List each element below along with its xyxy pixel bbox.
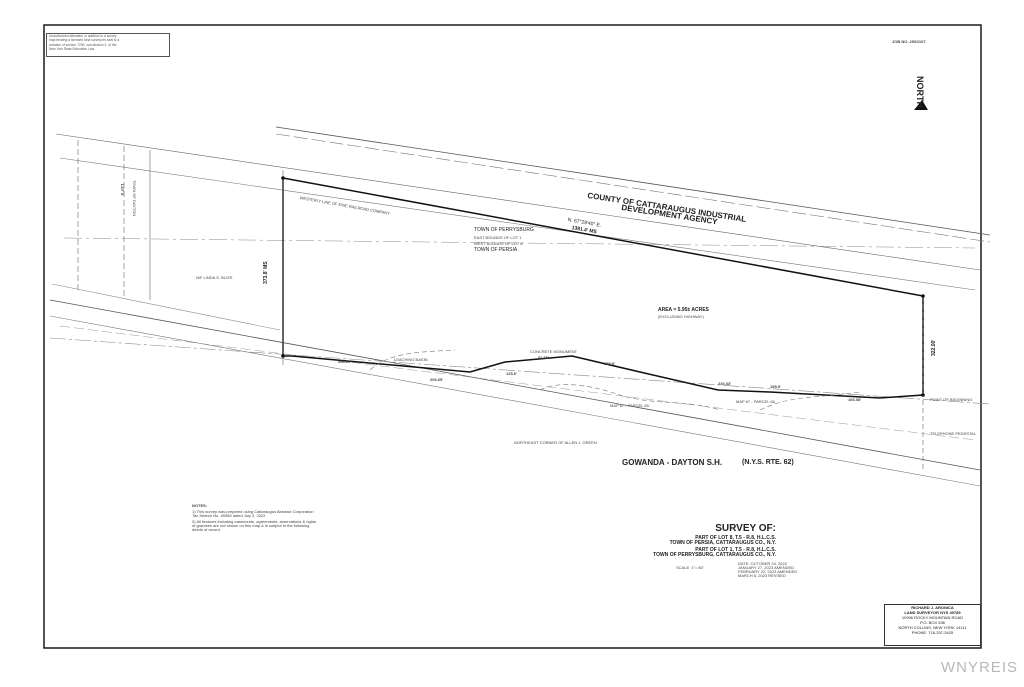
nf-label: N/F LINDA S. BLISS — [196, 275, 233, 280]
survey-line-4: TOWN OF PERRYSBURG, CATTARAUGUS CO., N.Y… — [653, 552, 776, 558]
survey-line-1: PART OF LOT 8, T.5 - R.8, H.L.C.S. — [695, 535, 776, 541]
lot-line — [63, 237, 976, 249]
revision-dates: DATE: OCTOBER 24, 2022 JANUARY 27, 2023 … — [738, 562, 797, 578]
segment-3: 125.6' — [506, 371, 517, 376]
telephone-pedestal: TELEPHONE PEDESTAL — [930, 431, 976, 436]
surveyor-address-3: NORTH COLLINS, NEW YORK 14111 — [898, 625, 967, 630]
survey-line-2: TOWN OF PERSIA, CATTARAUGUS CO., N.Y. — [669, 540, 776, 546]
railroad-line-2 — [275, 133, 991, 243]
upper-road-line-2 — [59, 157, 976, 291]
surveyor-title-block: RICHARD J. ARONICA LAND SURVEYOR NYS 497… — [884, 604, 981, 646]
driveway-curve-1 — [369, 349, 456, 371]
survey-of-block: SURVEY OF: PART OF LOT 8, T.5 - R.8, H.L… — [646, 524, 776, 558]
surveyor-license: LAND SURVEYOR NYS 49789 — [904, 610, 961, 615]
segment-4: 81.30' — [538, 355, 549, 360]
date-3: FEBRUARY 22, 2023 AMENDED — [738, 569, 798, 574]
map-parcel-label-2: MAP 67 - PARCEL 65 — [610, 403, 649, 408]
survey-title: SURVEY OF: — [715, 523, 776, 534]
surveyor-address-2: P.O. BOX 536 — [920, 620, 945, 625]
job-number: JOB NO. 25S3107 — [892, 39, 926, 44]
leaching-basin: LEACHING BASIN — [394, 357, 428, 362]
corner-monument-ne — [921, 294, 925, 298]
area-note: (EXCLUDING HIGHWAY) — [658, 314, 704, 319]
warning-line-2: map bearing a licensed land surveyor's s… — [49, 38, 120, 43]
date-4: MARCH 6, 2023 REVISED — [738, 573, 786, 578]
point-of-beginning: POINT OF BEGINNING — [930, 397, 973, 402]
survey-line-3: PART OF LOT 1, T.5 - R.8, H.L.C.S. — [695, 547, 776, 553]
upper-road-line — [55, 133, 981, 271]
note-1: 1) This survey was prepared using Cattar… — [192, 509, 314, 514]
concrete-monument-label: CONCRETE MONUMENT — [530, 349, 578, 354]
segment-1: 596.03' — [338, 359, 352, 364]
highway-line-3 — [49, 337, 991, 405]
map-parcel-label: MAP 67 - PARCEL 66 — [736, 399, 775, 404]
note-2c: deeds of record. — [192, 527, 221, 532]
highway-line-2 — [49, 315, 981, 487]
license-warning-box: Unauthorized alteration or addition to a… — [46, 33, 170, 57]
driveway-curve-2 — [539, 384, 721, 411]
sheet-border — [43, 24, 982, 649]
warning-line-1: Unauthorized alteration or addition to a… — [49, 34, 117, 38]
west-bounds-lot: WEST BOUNDS OF LOT 8 — [474, 241, 523, 246]
highway-line-4 — [51, 283, 281, 331]
notes-title: NOTES: — [192, 503, 208, 508]
wnyreis-watermark: WNYREIS — [940, 659, 1018, 676]
road-name: GOWANDA - DAYTON S.H. — [622, 458, 723, 467]
lot-label: LOT 8 — [120, 184, 125, 196]
general-notes: NOTES: 1) This survey was prepared using… — [192, 504, 316, 532]
warning-line-4: New York State Education Law. — [49, 46, 95, 51]
segment-5: 105.8' — [604, 361, 615, 366]
scale-label: SCALE: 1"= 80' — [676, 565, 704, 570]
west-distance: 373.8' MS — [263, 261, 269, 284]
note-2: 2) All features including easements, agr… — [192, 519, 317, 524]
railroad-line-1 — [275, 126, 991, 236]
warning-line-3: violation of section 7209, sub-division … — [49, 42, 117, 47]
note-2b: of grantees are not shown on this map & … — [192, 523, 310, 528]
segment-2: 206.65' — [430, 377, 444, 382]
date-1: DATE: OCTOBER 24, 2022 — [738, 561, 787, 566]
highway-line-1 — [49, 299, 981, 471]
date-2: JANUARY 27, 2023 AMENDED — [738, 565, 795, 570]
town-perrysburg: TOWN OF PERRYSBURG — [474, 227, 534, 233]
driveway-curve-3 — [759, 391, 861, 411]
surveyor-address-1: 10906 ROCKY MOUNTAIN ROAD — [901, 615, 964, 620]
east-distance: 322.00' — [931, 339, 937, 356]
area-label: AREA = 5.95± ACRES — [658, 307, 709, 313]
segment-8: 166.08' — [848, 397, 862, 402]
corner-monument-nw — [281, 176, 285, 180]
surveyor-name: RICHARD J. ARONICA — [911, 605, 954, 610]
segment-7: 195.9' — [770, 384, 781, 389]
northeast-corner-label: NORTHEAST CORNER OF ALLEN J. GREEN — [514, 440, 597, 445]
north-label: NORTH — [915, 76, 925, 108]
note-1b: Tax Search No. 49069 dated July 2, 2022. — [192, 513, 267, 518]
town-dayton: TOWN OF DAYTON — [132, 180, 137, 217]
surveyor-phone: PHONE: 716-337-3425 — [911, 630, 954, 635]
north-arrow: NORTH — [906, 72, 934, 110]
north-arrow-icon — [914, 100, 928, 110]
corner-monument-sw — [281, 354, 285, 358]
east-bounds-lot: EAST BOUNDS OF LOT 1 — [474, 235, 522, 240]
route-label: (N.Y.S. RTE. 62) — [742, 459, 794, 466]
town-persia: TOWN OF PERSIA — [474, 247, 518, 253]
corner-monument-se — [921, 393, 925, 397]
segment-6: 240.33' — [718, 381, 732, 386]
